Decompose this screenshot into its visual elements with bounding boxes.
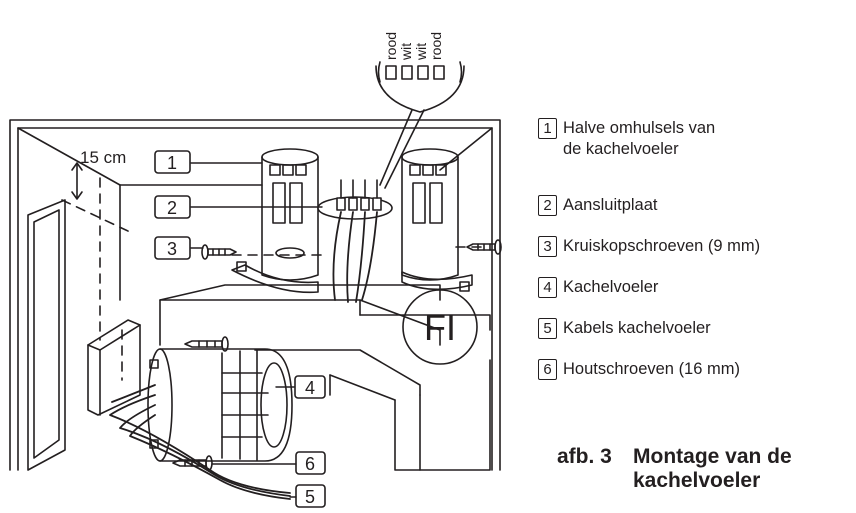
svg-text:4: 4 xyxy=(305,378,315,398)
sauna-room xyxy=(9,119,501,471)
legend-item-3: 3 Kruiskopschroeven (9 mm) xyxy=(538,236,760,257)
callout-3: 3 xyxy=(154,236,191,260)
svg-text:5: 5 xyxy=(305,487,315,507)
legend-item-5: 5 Kabels kachelvoeler xyxy=(538,318,711,339)
legend-text: Kruiskopschroeven (9 mm) xyxy=(563,237,761,255)
legend-text: Halve omhulsels van de kachelvoeler xyxy=(563,119,716,158)
legend-text: Aansluitplaat xyxy=(563,196,658,214)
callout-6: 6 xyxy=(295,451,326,475)
callout-5: 5 xyxy=(295,484,326,508)
door xyxy=(27,199,66,471)
callout-1: 1 xyxy=(154,150,191,174)
callout-4: 4 xyxy=(294,375,326,399)
legend-number: 6 xyxy=(538,359,557,380)
sensor-cables xyxy=(332,211,378,303)
legend-number: 5 xyxy=(538,318,557,339)
wire-color-2: wit xyxy=(398,43,414,61)
housing-screw-left xyxy=(201,244,237,260)
wire-color-1: rood xyxy=(383,32,399,60)
callout-2: 2 xyxy=(154,195,191,219)
control-box xyxy=(87,319,141,416)
heater-sensor xyxy=(147,348,293,462)
svg-text:2: 2 xyxy=(167,198,177,218)
svg-text:3: 3 xyxy=(167,239,177,259)
legend-text: Houtschroeven (16 mm) xyxy=(563,360,740,378)
distance-arrow xyxy=(71,162,83,200)
distance-label: 15 cm xyxy=(80,148,126,167)
legend-item-2: 2 Aansluitplaat xyxy=(538,195,657,216)
fi-circle xyxy=(402,289,478,365)
sensor-cables-loose xyxy=(109,384,291,500)
fi-mark: FI xyxy=(424,307,456,348)
sensor-housing-right xyxy=(401,148,473,292)
wire-color-labels: rood wit wit rood xyxy=(383,32,444,61)
legend-text: Kachelvoeler xyxy=(563,278,659,296)
zoom-lens xyxy=(375,61,465,189)
figure-title: Montage van de kachelvoeler xyxy=(633,445,792,492)
legend-item-4: 4 Kachelvoeler xyxy=(538,277,658,298)
legend-number: 1 xyxy=(538,118,557,139)
legend-number: 4 xyxy=(538,277,557,298)
wire-color-3: wit xyxy=(413,43,429,61)
legend-item-1: 1 Halve omhulsels van de kachelvoeler xyxy=(538,118,733,160)
legend-text: Kabels kachelvoeler xyxy=(563,319,711,337)
svg-text:1: 1 xyxy=(167,153,177,173)
wood-screw-top xyxy=(184,336,229,352)
connection-plate xyxy=(317,179,393,220)
housing-screw-right xyxy=(466,239,502,255)
wire-color-4: rood xyxy=(428,32,444,60)
legend-number: 3 xyxy=(538,236,557,257)
svg-text:6: 6 xyxy=(305,454,315,474)
legend-number: 2 xyxy=(538,195,557,216)
callout-leaders xyxy=(190,162,323,498)
figure-number: afb. 3 xyxy=(557,445,612,468)
sensor-housing-left xyxy=(231,148,319,294)
legend-item-6: 6 Houtschroeven (16 mm) xyxy=(538,359,740,380)
